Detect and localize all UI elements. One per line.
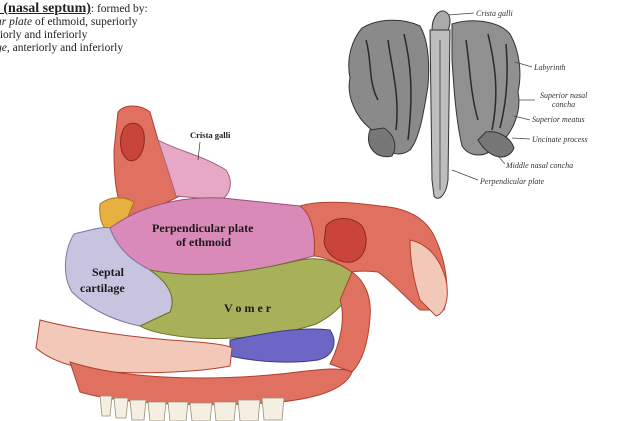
- label-septal-1: Septal: [92, 265, 125, 279]
- label-perpendicular-plate-1: Perpendicular plate: [152, 221, 254, 235]
- label-vomer: V o m e r: [224, 301, 272, 315]
- label-perpendicular-plate-2: of ethmoid: [176, 235, 231, 249]
- label-septal-2: cartilage: [80, 281, 125, 295]
- label-crista-galli-sag: Crista galli: [190, 130, 231, 140]
